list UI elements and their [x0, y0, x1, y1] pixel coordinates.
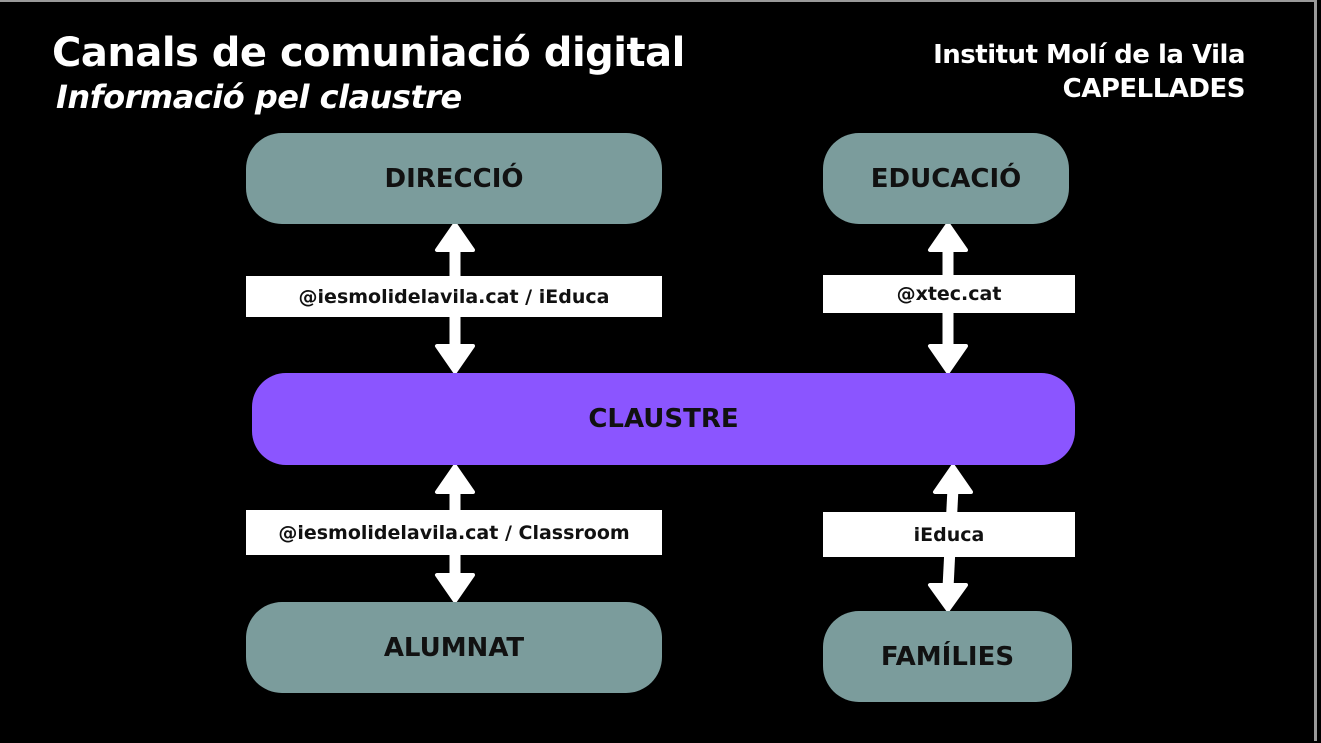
node-alumnat-label: ALUMNAT	[383, 632, 525, 663]
node-educacio-label: EDUCACIÓ	[870, 163, 1022, 194]
node-educacio: EDUCACIÓ	[823, 133, 1069, 224]
node-claustre: CLAUSTRE	[252, 373, 1075, 465]
channel-claustre-alumnat: @iesmolidelavila.cat / Classroom	[246, 510, 662, 555]
node-claustre-label: CLAUSTRE	[588, 404, 739, 434]
node-alumnat: ALUMNAT	[246, 602, 662, 693]
institution-name: Institut Molí de la Vila	[933, 40, 1245, 70]
institution-block: Institut Molí de la Vila CAPELLADES	[933, 38, 1245, 106]
slide-subtitle: Informació pel claustre	[56, 78, 462, 116]
slide-title: Canals de comuniació digital	[52, 30, 685, 76]
node-direccio-label: DIRECCIÓ	[384, 163, 524, 194]
node-direccio: DIRECCIÓ	[246, 133, 662, 224]
institution-town: CAPELLADES	[1062, 74, 1246, 104]
channel-direccio-claustre: @iesmolidelavila.cat / iEduca	[246, 276, 662, 317]
channel-claustre-families: iEduca	[823, 512, 1075, 557]
node-families: FAMÍLIES	[823, 611, 1072, 702]
channel-educacio-claustre: @xtec.cat	[823, 275, 1075, 313]
node-families-label: FAMÍLIES	[880, 641, 1015, 672]
